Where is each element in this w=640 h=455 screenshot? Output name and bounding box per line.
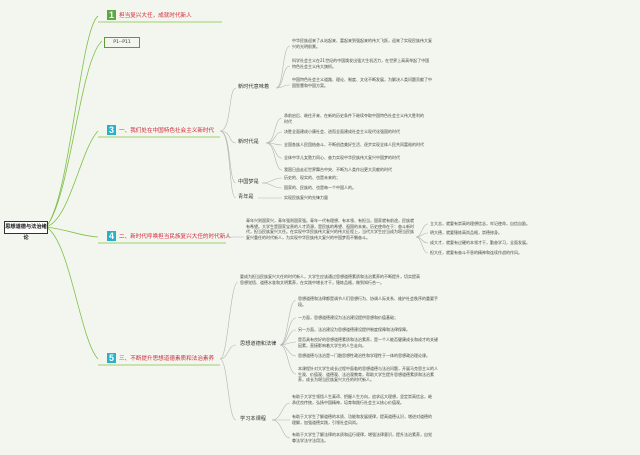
s5-b2-item: 有助于大学生领悟人生真谛、把握人生方向，追求远大理想，坚定崇高信念，继承优良传统…: [292, 394, 432, 405]
section-4[interactable]: 4 二、新时代呼唤担当民族复兴大任的时代新人: [107, 231, 231, 241]
s5-b2-item: 有助于大学生了解道德的本质、功能和发展规律，提高道德认识，增进对道德的理解，加强…: [292, 414, 432, 425]
s3-b1-item: 中华民族迎来了从站起来、富起来到强起来的伟大飞跃，迎来了实现民族伟大复兴的光明前…: [292, 38, 432, 49]
s3-branch-youth[interactable]: 青年是: [238, 194, 254, 200]
s3-branch-new-era-is[interactable]: 新时代是: [238, 139, 259, 145]
section-5[interactable]: 5 三、不断提升思想道德素质和法治素养: [107, 353, 214, 363]
section-3-number: 3: [107, 125, 116, 135]
s4-body-text: 青年兴则国家兴，青年强则国家强。青年一代有理想、有本领、有担当，国家就有前途，民…: [246, 218, 414, 240]
s5-b1-item: 一方面，思想道德建设为法治建设提供思想和价值基础；: [298, 315, 398, 320]
root-node[interactable]: 思想道德与法治绪论: [4, 221, 48, 241]
s3-b1-item: 科学社会主义在21世纪的中国焕发出强大生机活力，在世界上高高举起了中国特色社会主…: [292, 58, 430, 69]
s4-item: 成大才，就要有过硬的本领才干，勤奋学习，全面发展。: [430, 240, 530, 245]
s3-b2-item: 承前启后、继往开来、在新的历史条件下继续夺取中国特色社会主义伟大胜利的时代: [284, 113, 424, 124]
s4-item: 明大德，就要锤炼高尚品格，崇德修身。: [430, 230, 502, 235]
s3-b3-item: 历史的、现实的、也是未来的；: [284, 175, 340, 180]
s4-item: 担大任，就要有奋斗不息的精神和连续作战的作风。: [430, 250, 522, 255]
section-5-number: 5: [107, 353, 116, 363]
s5-branch-study-course[interactable]: 学习本课程: [240, 416, 266, 422]
s5-b1-item: 本课程针对大学生成长过程中面临的思想道德与法治问题，开展马克思主义的人生观、价值…: [298, 366, 438, 383]
section-4-title: 二、新时代呼唤担当民族复兴大任的时代新人: [119, 234, 231, 240]
s5-b1-item: 是否具有良好的思想道德素质和法治素养，是一个人能否健康成长和成才的关键因素，直接…: [298, 337, 438, 348]
s5-b1-item: 另一方面，法治建设为思想道德建设提供制度保障和法律保障。: [298, 327, 410, 332]
section-4-number: 4: [107, 231, 116, 241]
s5-b2-item: 有助于大学生了解法律的本质和运行规律，增强法律意识，提升法治素养，自觉尊法学法守…: [292, 432, 432, 443]
s5-intro-text: 要成为担当民族复兴大任的时代新人，大学生应该通过思想道德素质和法治素养的不断提升…: [240, 274, 420, 285]
s3-b4-item: 实现民族复兴的先锋力量: [284, 195, 328, 200]
s5-branch-ethics-and-law[interactable]: 思想道德和法律: [240, 341, 277, 347]
s3-branch-new-era-means[interactable]: 新时代意味着: [238, 84, 270, 90]
page-range-tag: P1--P11: [104, 37, 140, 48]
s3-branch-china-dream[interactable]: 中国梦是: [238, 179, 259, 185]
s4-item: 立大志，就要有崇高的理想信念，牢记使命，自信自励。: [430, 221, 530, 226]
s3-b3-item: 国家的、民族的、也是每一个中国人的。: [284, 185, 356, 190]
section-3-title: 一、我们处在中国特色社会主义新时代: [119, 128, 215, 134]
s5-b1-item: 思想道德和法律都是调节人们思想行为、协调人际关系、维护社会秩序的重要手段。: [298, 296, 438, 307]
s3-b2-item: 全国各族人民团结奋斗、不断创造美好生活、逐步实现全体人民共同富裕的时代: [284, 142, 424, 147]
s3-b2-item: 我国日益走近世界舞台中央、不断为人类作出更大贡献的时代: [284, 167, 392, 172]
section-3[interactable]: 3 一、我们处在中国特色社会主义新时代: [107, 125, 214, 135]
s5-b1-item: 思想道德与法治是一门融思想性政治性和学理性于一体的思想政治理论课。: [298, 353, 430, 358]
s3-b2-item: 全体中华儿女勠力同心、奋力实现中华民族伟大复兴中国梦的时代: [284, 155, 400, 160]
section-1[interactable]: 1 担当复兴大任，成就时代新人: [107, 10, 192, 20]
s3-b2-item: 决胜全面建成小康社会、进而全面建成社会主义现代化强国的时代: [284, 129, 400, 134]
s3-b1-item: 中国特色社会主义道路、理论、制度、文化不断发展，为解决人类问题贡献了中国智慧和中…: [292, 77, 432, 88]
section-1-number: 1: [107, 10, 116, 20]
section-1-title: 担当复兴大任，成就时代新人: [119, 13, 192, 19]
section-5-title: 三、不断提升思想道德素质和法治素养: [119, 356, 215, 362]
